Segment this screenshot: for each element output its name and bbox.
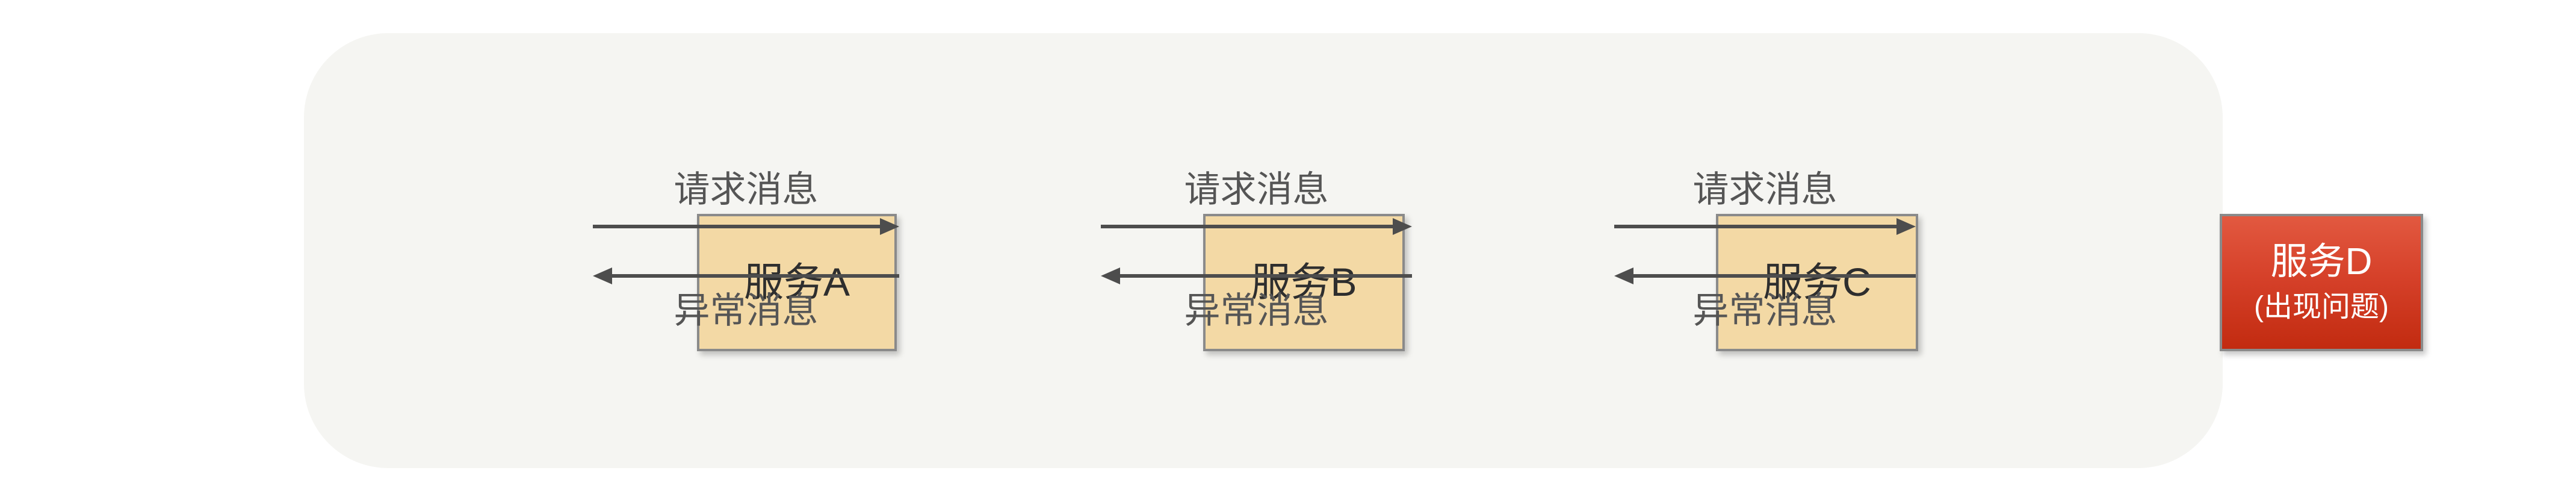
service-box-b: 服务B [1203, 214, 1405, 351]
exception-arrowhead-b-a [593, 267, 612, 284]
exception-label-d-c: 异常消息 [1692, 290, 1838, 331]
service-b-label: 服务B [1251, 260, 1357, 305]
service-box-d-error: 服务D (出现问题) [2220, 214, 2423, 351]
service-c-label: 服务C [1763, 260, 1871, 305]
request-arrow-line-a-b [593, 225, 881, 228]
service-box-c: 服务C [1716, 214, 1918, 351]
request-label-a-b: 请求消息 [673, 169, 819, 210]
service-d-label: 服务D [2270, 241, 2373, 283]
request-label-b-c: 请求消息 [1184, 169, 1329, 210]
request-arrow-line-b-c [1101, 225, 1394, 228]
exception-arrow-line-b-a [611, 274, 899, 278]
request-label-c-d: 请求消息 [1692, 169, 1838, 210]
exception-arrow-line-c-b [1119, 274, 1412, 278]
service-d-subtitle: (出现问题) [2254, 291, 2389, 324]
exception-label-b-a: 异常消息 [673, 290, 819, 331]
request-arrow-line-c-d [1614, 225, 1898, 228]
service-a-label: 服务A [743, 260, 850, 305]
diagram-panel: 服务A 服务B 服务C 服务D (出现问题) [304, 33, 2423, 468]
exception-arrowhead-d-c [1614, 267, 1633, 284]
request-arrowhead-a-b [880, 218, 899, 235]
exception-arrow-line-d-c [1632, 274, 1916, 278]
exception-label-c-b: 异常消息 [1184, 290, 1329, 331]
request-arrowhead-b-c [1393, 218, 1412, 235]
request-arrowhead-c-d [1896, 218, 1916, 235]
exception-arrowhead-c-b [1101, 267, 1120, 284]
service-box-a: 服务A [697, 214, 897, 351]
